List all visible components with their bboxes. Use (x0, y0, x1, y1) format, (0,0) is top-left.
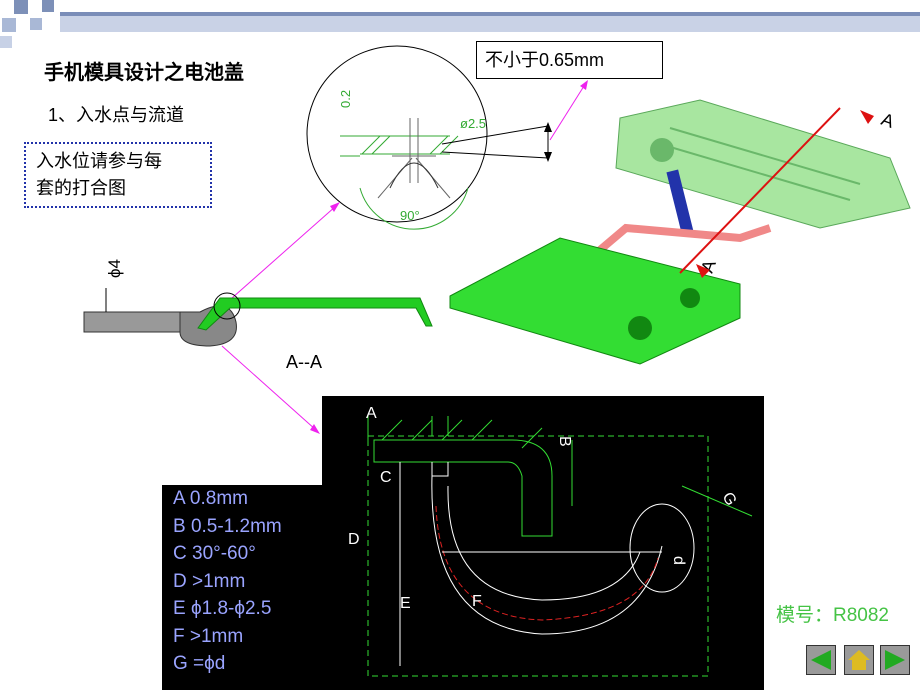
cad-label-c: C (380, 469, 392, 486)
next-arrow-icon (885, 650, 905, 670)
prev-arrow-icon (811, 650, 831, 670)
section-mark-top: A (879, 109, 897, 132)
cad-section-drawing: A B C D E F G d (322, 396, 764, 690)
model-number: 模号：R8082 (776, 605, 889, 626)
cad-label-b: B (556, 436, 573, 447)
legend-item: A 0.8mm (173, 488, 248, 509)
detail-dim-angle: 90° (400, 208, 420, 223)
legend-item: E ϕ1.8-ϕ2.5 (173, 598, 272, 619)
note-line: 入水位请参与每 (36, 151, 162, 171)
legend-item: F >1mm (173, 625, 244, 647)
note-line: 套的打合图 (36, 178, 126, 198)
side-dim-label: ϕ4 (105, 259, 124, 278)
cad-label-f: F (472, 593, 482, 610)
slide-subtitle: 1、入水点与流道 (48, 105, 185, 125)
detail-dim-left: 0.2 (338, 90, 353, 108)
legend-item: C 30°-60° (173, 543, 256, 564)
next-slide-button[interactable] (880, 645, 910, 675)
corner-decoration (0, 0, 920, 48)
slide-title: 手机模具设计之电池盖 (44, 62, 244, 84)
cad-label-a: A (366, 405, 377, 422)
legend-item: D >1mm (173, 570, 246, 592)
cad-label-d: D (348, 531, 360, 548)
cad-label-e: E (400, 595, 411, 612)
note-box: 入水位请参与每 套的打合图 (24, 142, 212, 208)
gate-detail-diagram: 0.2 ø2.5 90° (306, 45, 488, 230)
cad-label-d-small: d (670, 556, 687, 565)
detail-dim-right: ø2.5 (460, 116, 486, 131)
home-icon (848, 650, 870, 670)
dimension-legend: A 0.8mm B 0.5-1.2mm C 30°-60° D >1mm E ϕ… (162, 485, 324, 690)
runner-side-view: ϕ4 (83, 259, 433, 347)
home-button[interactable] (844, 645, 874, 675)
cad-label-g: G (719, 490, 740, 509)
section-label: A--A (286, 352, 322, 372)
prev-slide-button[interactable] (806, 645, 836, 675)
legend-item: G =ϕd (173, 653, 226, 674)
legend-item: B 0.5-1.2mm (173, 515, 282, 537)
battery-cover-3d-view: A A (449, 99, 911, 365)
thickness-callout: 不小于0.65mm (476, 41, 663, 79)
